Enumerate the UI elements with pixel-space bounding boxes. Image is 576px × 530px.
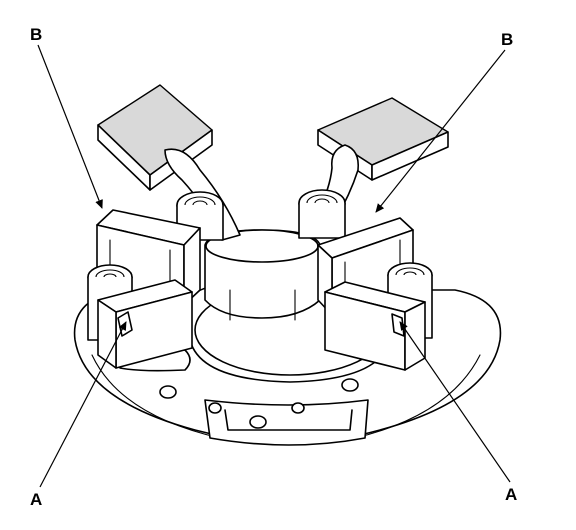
leader-top-right [375,49,506,213]
right-rear-brush [298,97,449,239]
callout-label-bottom-right: A [505,485,517,504]
callout-label-bottom-left: A [30,490,42,509]
callout-label-top-left: B [30,25,42,44]
leader-top-left [37,44,103,209]
leader-lines [37,44,511,488]
callout-label-top-right: B [501,30,513,49]
leader-bottom-left [39,321,127,488]
left-rear-brush [97,84,241,241]
leader-bottom-right [399,321,511,483]
right-front-holder [324,281,426,371]
